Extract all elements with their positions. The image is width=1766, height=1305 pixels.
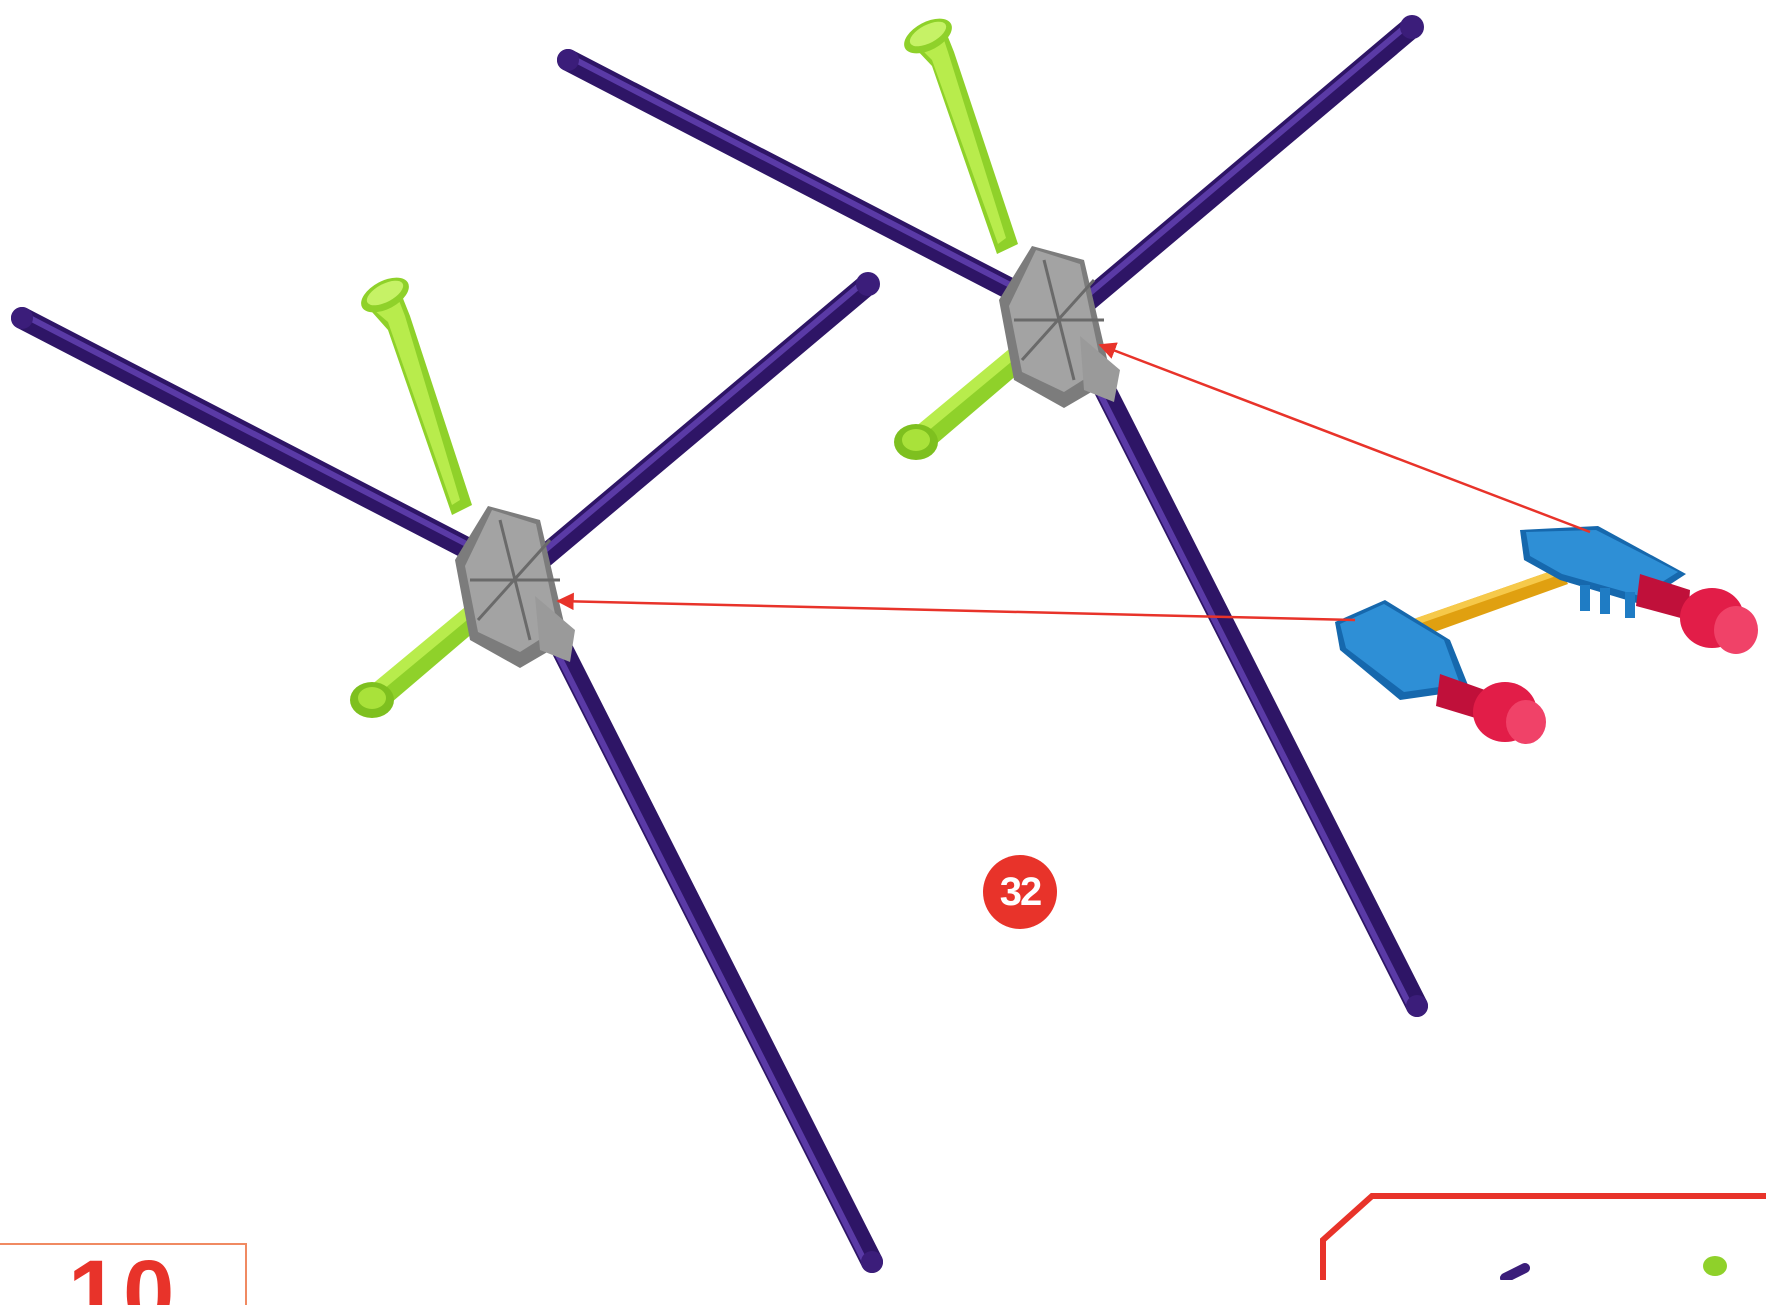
green-rod-icon bbox=[894, 340, 1038, 460]
green-rod-icon bbox=[904, 18, 1018, 254]
blue-connector-pair-icon bbox=[1335, 526, 1758, 744]
red-cap-icon bbox=[1436, 674, 1546, 744]
step-number: 32 bbox=[999, 869, 1042, 914]
purple-rod-icon bbox=[1089, 369, 1428, 1017]
left-rod-assembly-icon bbox=[11, 272, 883, 1273]
purple-rod-icon bbox=[1075, 15, 1424, 313]
inset-frame bbox=[1320, 1193, 1766, 1280]
purple-rod-icon bbox=[544, 624, 883, 1273]
green-rod-icon bbox=[361, 277, 472, 515]
right-rod-assembly-icon bbox=[557, 15, 1428, 1017]
purple-rod-icon bbox=[11, 307, 491, 566]
green-rod-icon bbox=[350, 598, 494, 718]
purple-rod-icon bbox=[529, 272, 880, 571]
purple-rod-icon bbox=[557, 49, 1031, 305]
placement-arrow bbox=[556, 592, 1356, 622]
red-cap-icon bbox=[1636, 574, 1758, 654]
gray-connector-icon bbox=[455, 506, 575, 668]
page-number-box: 10 bbox=[0, 1243, 247, 1305]
gray-connector-icon bbox=[999, 246, 1120, 408]
placement-arrow bbox=[1098, 342, 1591, 534]
step-number-badge: 32 bbox=[983, 855, 1057, 929]
page-number: 10 bbox=[68, 1243, 179, 1305]
